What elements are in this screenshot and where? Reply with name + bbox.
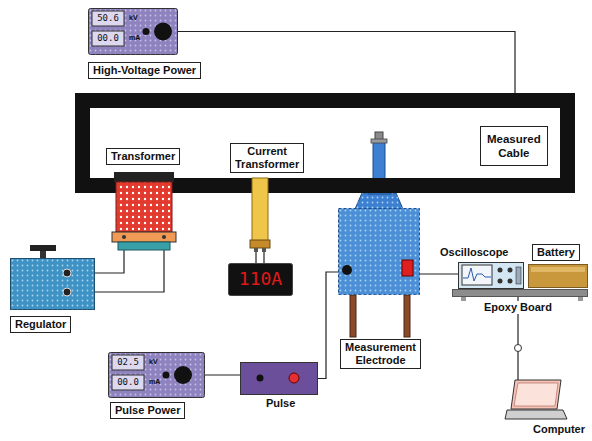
electrode-nut <box>371 139 387 143</box>
battery: Battery <box>528 264 588 288</box>
regulator: Regulator <box>10 258 95 310</box>
name-label: Regulator <box>10 316 71 333</box>
oscilloscope: Oscilloscope <box>458 262 524 289</box>
pulse-generator-drawing <box>240 362 318 395</box>
electrode-cap <box>355 193 403 209</box>
epoxy-board: Epoxy Board <box>452 289 588 297</box>
pulse-generator: Pulse <box>240 362 318 395</box>
board-foot <box>461 297 466 301</box>
measurement-electrode-drawing <box>338 208 420 295</box>
power-supply: 50.6kV00.0mAHigh-Voltage Power <box>88 8 178 55</box>
display-reading: 02.5 <box>114 356 142 369</box>
transformer: Transformer <box>112 172 176 250</box>
display-reading: 50.6 <box>94 12 122 25</box>
electrode-stem <box>373 142 385 182</box>
name-label: Pulse Power <box>110 402 185 419</box>
unit-label: mA <box>129 34 140 42</box>
unit-label: mA <box>149 378 160 386</box>
regulator-drawing <box>10 258 95 310</box>
computer-drawing <box>505 380 567 420</box>
display-reading: 00.0 <box>114 376 142 389</box>
epoxy-board-drawing <box>452 289 588 297</box>
unit-label: kV <box>129 14 138 22</box>
name-label: High-Voltage Power <box>88 62 201 79</box>
electrode-cap-texture <box>355 193 403 209</box>
cable-connector <box>515 345 522 352</box>
wire <box>95 250 124 273</box>
wire <box>420 273 458 274</box>
meter-reading: 110A <box>228 268 293 290</box>
measurement-electrode: Measurement Electrode <box>338 208 420 295</box>
name-label: Battery <box>532 244 580 261</box>
name-label: Current Transformer <box>230 143 304 173</box>
wire <box>205 374 240 375</box>
name-label: Measurement Electrode <box>340 339 421 369</box>
pulse-power-supply: 02.5kV00.0mAPulse Power <box>108 352 205 398</box>
wire <box>255 252 256 263</box>
battery-drawing <box>528 264 588 288</box>
name-label: Transformer <box>106 148 180 165</box>
transformer-drawing <box>112 172 176 250</box>
display-reading: 00.0 <box>94 32 122 45</box>
wire <box>318 272 338 379</box>
name-label: Pulse <box>264 397 297 410</box>
name-label: Epoxy Board <box>482 301 554 314</box>
wire <box>178 32 515 94</box>
current-transformer: Current Transformer <box>250 178 270 252</box>
current-transformer-drawing <box>250 178 270 252</box>
unit-label: kV <box>149 358 158 366</box>
name-label: Computer <box>531 423 587 436</box>
computer: Computer <box>505 380 567 420</box>
wire <box>95 250 164 292</box>
oscilloscope-drawing <box>458 262 524 289</box>
name-label: Measured Cable <box>480 126 548 166</box>
name-label: Oscilloscope <box>438 246 510 259</box>
board-foot <box>578 297 583 301</box>
ammeter: 110A <box>228 263 293 296</box>
wire <box>263 252 264 263</box>
